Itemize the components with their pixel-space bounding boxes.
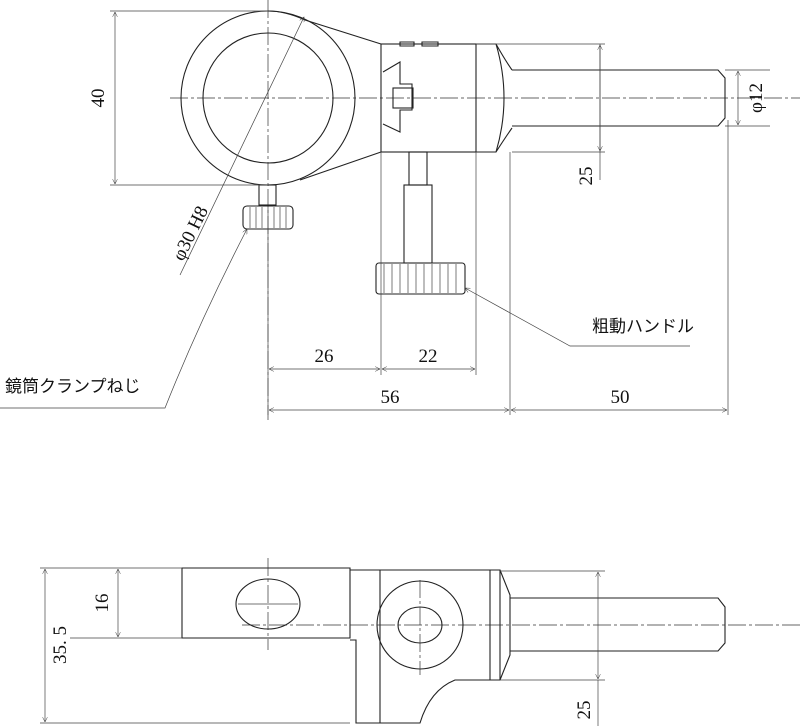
body-block (380, 43, 477, 153)
dim-25-bottom: 25 (574, 701, 595, 720)
dim-phi12: φ12 (746, 83, 767, 113)
label-coarse-handle-text: 粗動ハンドル (592, 317, 694, 337)
end-cap (476, 43, 513, 153)
top-view: 40 φ30 H8 26 22 56 50 25 φ12 鏡筒クランプねじ 粗動… (0, 0, 800, 420)
leader-clamp-screw (0, 229, 248, 409)
ext-lines-40 (110, 10, 268, 186)
dovetail (382, 61, 413, 133)
ext-lines-phi12 (725, 69, 770, 127)
dim-50: 50 (611, 387, 630, 408)
pillar-shaft-side (510, 597, 726, 652)
ext-lines (267, 43, 729, 415)
body-side (350, 569, 501, 724)
clamp-screw-hole (235, 578, 301, 630)
clamp-screw-stem (258, 184, 277, 206)
handle-stem (408, 151, 428, 186)
clamp-arm (267, 10, 382, 181)
barrel-bore (202, 32, 334, 164)
dim-22: 22 (419, 346, 438, 367)
clamp-screw-knob (242, 205, 294, 230)
knurl-lines (383, 264, 457, 293)
leader-coarse-handle (465, 287, 690, 347)
lock-slot (392, 87, 414, 109)
handle-neck (403, 184, 433, 264)
dim-56: 56 (381, 387, 400, 408)
dim-line-bore (179, 17, 304, 276)
clamp-arm-side (181, 567, 351, 639)
cap-side (499, 569, 511, 681)
dim-35-5: 35. 5 (50, 626, 71, 664)
dim-26: 26 (315, 346, 334, 367)
clamp-knurl (249, 207, 287, 228)
ext-lines-side (40, 567, 605, 724)
dim-25-top: 25 (576, 167, 597, 186)
label-clamp-screw: 鏡筒クランプねじ (5, 377, 141, 397)
coarse-handle-knob (375, 262, 466, 295)
dim-bore: φ30 H8 (169, 203, 213, 264)
dim-40: 40 (88, 89, 109, 108)
pillar-shaft (512, 69, 726, 127)
side-view: 35. 5 16 25 (40, 558, 800, 726)
dim-16: 16 (92, 594, 113, 613)
top-tabs (399, 41, 439, 47)
